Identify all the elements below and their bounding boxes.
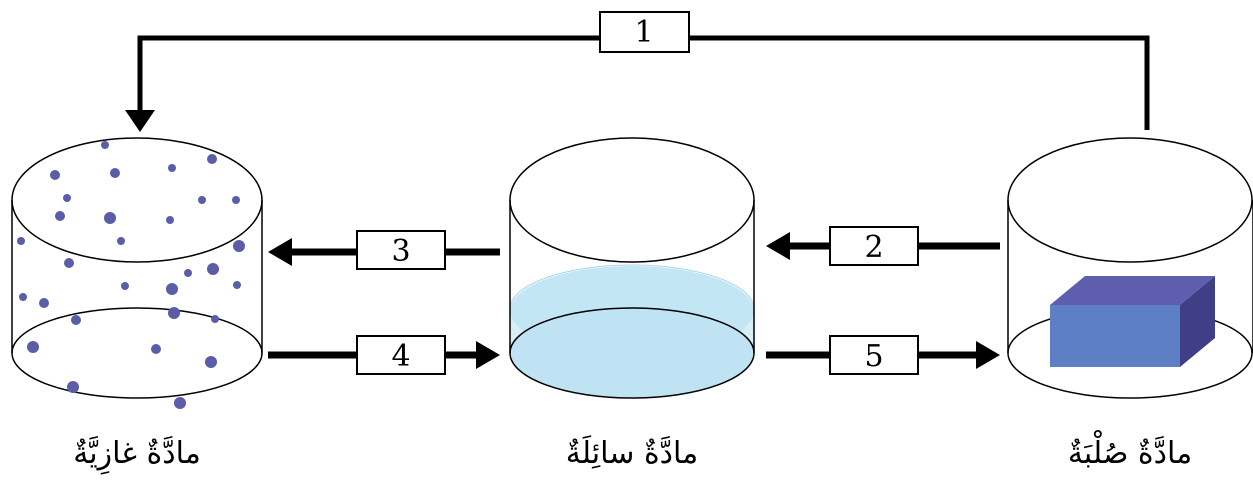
arrow-3: 3 bbox=[268, 230, 500, 270]
solid-cylinder bbox=[1007, 137, 1253, 399]
gas-particle bbox=[207, 263, 219, 275]
gas-particle bbox=[174, 397, 186, 409]
solid-label: مادَّةٌ صُلْبَةٌ bbox=[1068, 430, 1192, 471]
solid-cube bbox=[1050, 276, 1215, 367]
gas-particle bbox=[184, 269, 192, 277]
gas-particle bbox=[198, 196, 206, 204]
gas-particle bbox=[17, 237, 25, 245]
arrow-4: 4 bbox=[268, 335, 500, 375]
liquid-label: مادَّةٌ سائِلَةٌ bbox=[566, 434, 698, 471]
arrow-5: 5 bbox=[766, 335, 1000, 375]
gas-particle bbox=[168, 307, 180, 319]
gas-particle bbox=[151, 344, 161, 354]
arrow-1-label: 1 bbox=[634, 15, 653, 50]
gas-particle bbox=[110, 168, 120, 178]
gas-particle bbox=[121, 282, 129, 290]
gas-cylinder bbox=[11, 137, 263, 409]
gas-particle bbox=[39, 298, 49, 308]
gas-particle bbox=[19, 293, 27, 301]
arrow-1-label-box bbox=[599, 11, 690, 53]
arrow-1: 1 bbox=[125, 11, 1150, 132]
gas-particle bbox=[211, 315, 219, 323]
gas-particle bbox=[71, 315, 81, 325]
gas-particle bbox=[67, 381, 79, 393]
gas-particle bbox=[205, 356, 217, 368]
gas-particle bbox=[233, 281, 241, 289]
gas-particle bbox=[207, 154, 217, 164]
gas-particle bbox=[166, 216, 174, 224]
gas-particle bbox=[166, 283, 178, 295]
gas-particle bbox=[233, 240, 245, 252]
gas-particle bbox=[104, 212, 116, 224]
arrow-2-label: 2 bbox=[864, 230, 883, 265]
gas-particle bbox=[55, 211, 65, 221]
liquid-cylinder bbox=[509, 137, 755, 399]
gas-particle bbox=[27, 341, 39, 353]
arrow-4-label: 4 bbox=[391, 339, 410, 374]
gas-particle bbox=[63, 194, 71, 202]
gas-label: مادَّةٌ غازِيَّةٌ bbox=[73, 436, 201, 475]
gas-particle bbox=[232, 196, 240, 204]
gas-particle bbox=[117, 237, 125, 245]
arrow-5-label: 5 bbox=[864, 339, 883, 374]
gas-particles bbox=[17, 141, 245, 409]
gas-particle bbox=[168, 164, 176, 172]
gas-particle bbox=[50, 170, 60, 180]
gas-particle bbox=[64, 258, 74, 268]
gas-particle bbox=[101, 141, 109, 149]
arrow-2: 2 bbox=[766, 226, 1000, 266]
arrow-3-label: 3 bbox=[391, 234, 410, 269]
